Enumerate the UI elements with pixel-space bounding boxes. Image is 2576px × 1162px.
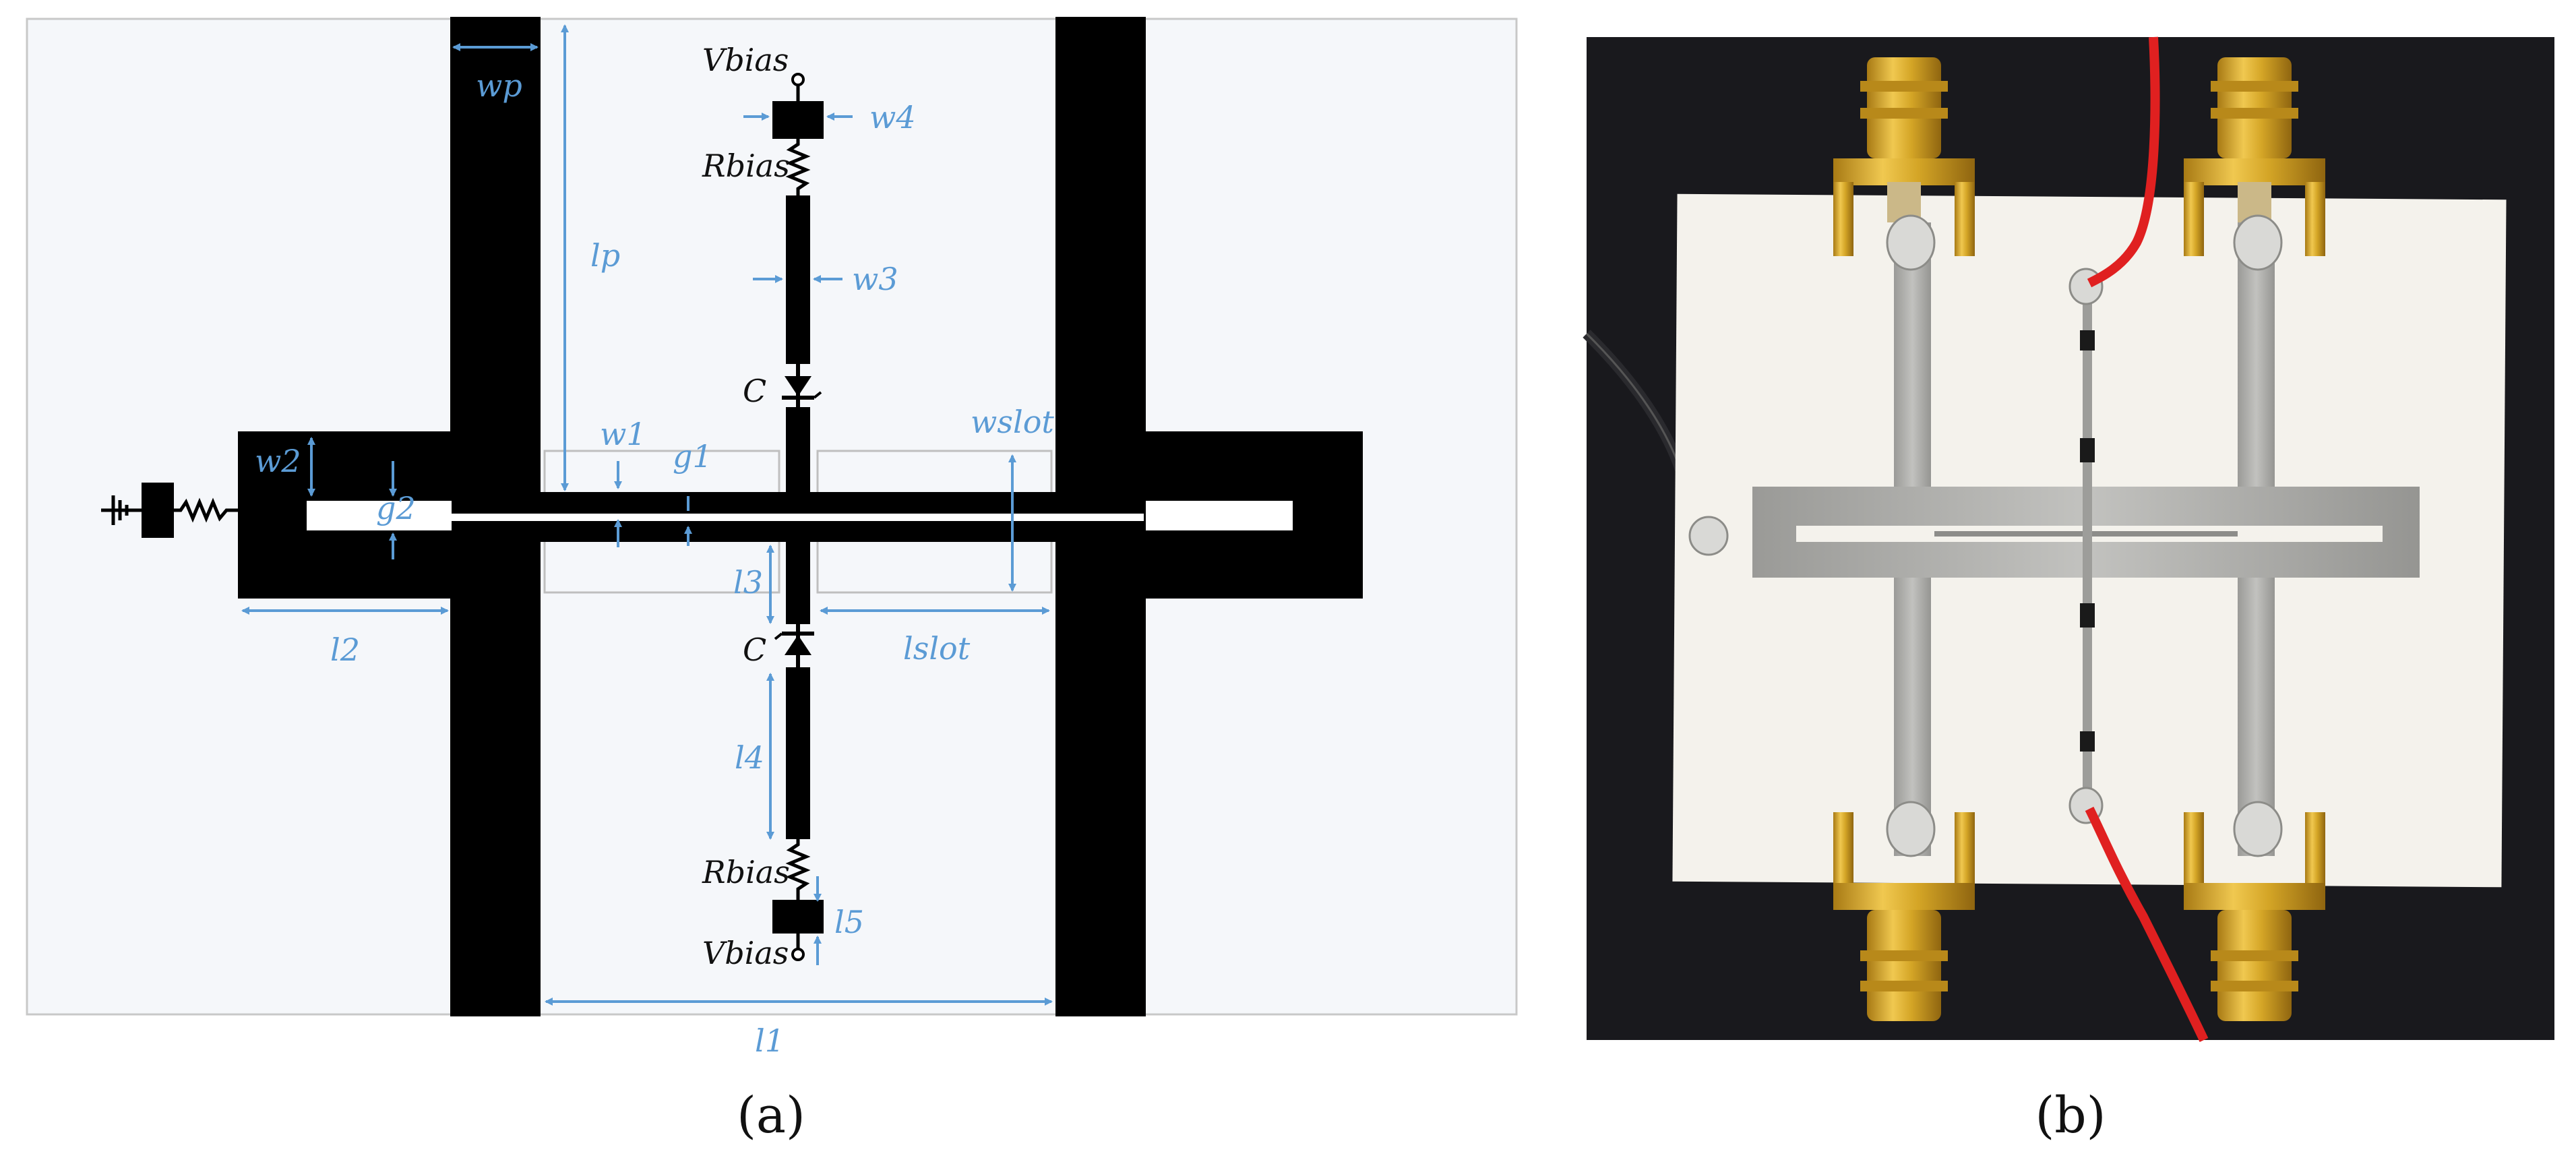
label-l5: l5 xyxy=(834,904,864,940)
gap-g1 xyxy=(452,514,1144,521)
label-l2: l2 xyxy=(330,632,360,668)
label-wslot: wslot xyxy=(971,404,1054,440)
panel-b-photo: (b) xyxy=(1583,36,2554,1144)
label-w1: w1 xyxy=(600,416,646,452)
ground-icon xyxy=(101,495,142,525)
component-labels: Vbias Rbias C C Rbias Vbias xyxy=(702,42,790,971)
red-wire-top xyxy=(2087,36,2160,288)
rbias-top-resistor xyxy=(785,139,811,195)
vbias-top-terminal xyxy=(791,73,805,86)
label-wp: wp xyxy=(476,67,522,104)
bias-components xyxy=(2080,330,2095,752)
label-rbias-bottom: Rbias xyxy=(702,854,790,890)
bias-line-bottom xyxy=(786,667,810,839)
bias-line-top-lower xyxy=(786,407,810,492)
label-lslot: lslot xyxy=(903,630,971,667)
label-lp: lp xyxy=(590,237,620,274)
sma-connector-top-right xyxy=(2184,57,2325,256)
label-w3: w3 xyxy=(852,261,898,297)
dimension-lines xyxy=(241,24,1053,1006)
rbias-bottom-resistor xyxy=(785,839,811,900)
label-cap-bottom: C xyxy=(743,632,766,668)
label-w4: w4 xyxy=(869,99,916,135)
caption-b: (b) xyxy=(2035,1087,2106,1144)
gap-right-end xyxy=(1146,501,1293,530)
solder-joints xyxy=(1688,214,2283,857)
vbias-bottom-terminal xyxy=(791,948,805,961)
label-vbias-bottom: Vbias xyxy=(702,935,789,971)
label-l1: l1 xyxy=(755,1022,785,1059)
varactor-bottom xyxy=(774,624,814,667)
label-vbias-top: Vbias xyxy=(702,42,789,78)
gap-g2 xyxy=(307,501,452,530)
bias-line-top xyxy=(786,195,810,364)
ground-resistor xyxy=(174,497,239,523)
varactor-top xyxy=(782,364,822,407)
red-wire-bottom xyxy=(2085,806,2209,1043)
dimension-labels: wp lp w4 w3 w2 w1 g1 g2 wslot l3 lslot l… xyxy=(255,67,1054,1059)
label-w2: w2 xyxy=(255,443,301,479)
bias-line-bottom-upper xyxy=(786,542,810,624)
caption-a: (a) xyxy=(737,1087,805,1144)
panel-a-schematic: wp lp w4 w3 w2 w1 g1 g2 wslot l3 lslot l… xyxy=(26,17,1518,1144)
bias-pad-top xyxy=(772,101,824,139)
sma-connector-top-left xyxy=(1833,57,1975,256)
ground-pad xyxy=(142,483,174,538)
label-l4: l4 xyxy=(735,739,764,776)
label-g2: g2 xyxy=(376,490,416,526)
sma-connector-bottom-right xyxy=(2184,812,2325,1021)
bias-line xyxy=(2083,270,2092,809)
bias-pad-bottom xyxy=(772,900,824,934)
sma-connector-bottom-left xyxy=(1833,812,1975,1021)
label-g1: g1 xyxy=(673,438,712,475)
label-cap-top: C xyxy=(743,373,766,409)
label-rbias-top: Rbias xyxy=(702,148,790,184)
label-l3: l3 xyxy=(733,564,763,601)
